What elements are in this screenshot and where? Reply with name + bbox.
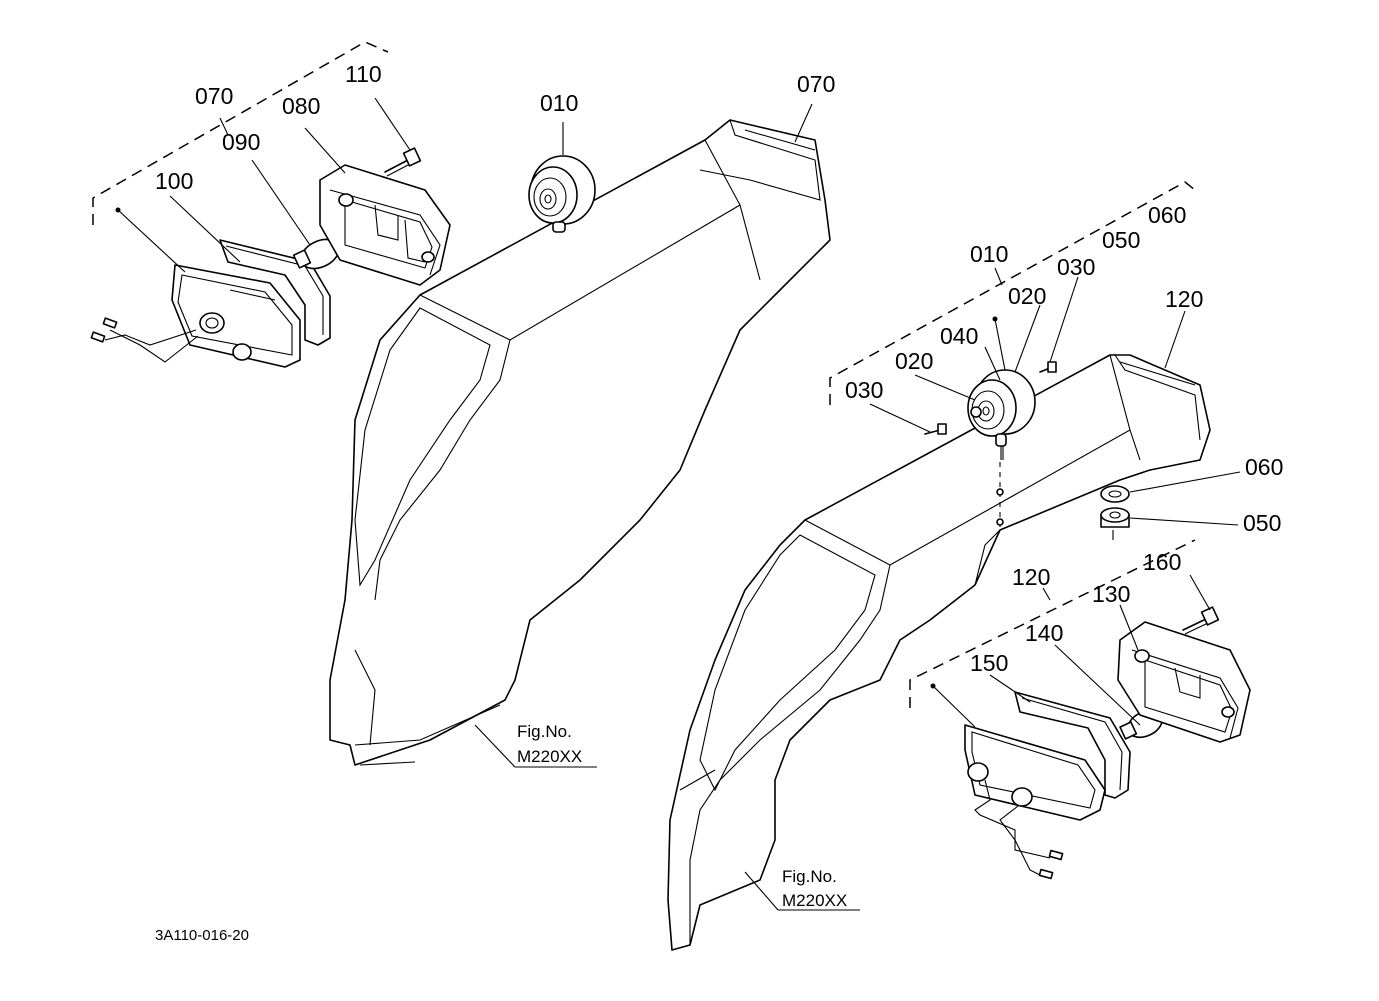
callout-050: 050 <box>1243 510 1281 536</box>
left-tail-lamp-lens <box>90 264 301 368</box>
left-lamp-housing <box>319 164 451 286</box>
right-beacon-lamp <box>967 369 1036 530</box>
callout-070-left-group: 070 <box>195 83 233 109</box>
left-gasket <box>219 239 331 346</box>
document-id: 3A110-016-20 <box>155 927 249 944</box>
left-group-outline <box>92 41 389 225</box>
left-beacon-lamp <box>528 155 596 233</box>
right-tail-lamp-lens <box>964 724 1106 880</box>
left-leader-lines <box>117 97 813 273</box>
callout-060-group: 060 <box>1148 202 1186 228</box>
callout-020-top: 020 <box>1008 283 1046 309</box>
left-fig-number: M220XX <box>517 747 582 766</box>
left-screw <box>384 147 422 177</box>
callout-150: 150 <box>970 650 1008 676</box>
right-leader-lines <box>869 267 1241 728</box>
right-callouts: 060 050 010 030 020 040 020 030 120 060 … <box>845 202 1283 676</box>
callout-010-right: 010 <box>970 241 1008 267</box>
callout-120-group: 120 <box>1012 564 1050 590</box>
callout-080: 080 <box>282 93 320 119</box>
callout-130: 130 <box>1092 581 1130 607</box>
right-screws <box>924 361 1057 435</box>
callout-160: 160 <box>1143 549 1181 575</box>
callout-070-left: 070 <box>797 71 835 97</box>
callout-010-left: 010 <box>540 90 578 116</box>
left-callouts: 070 110 080 090 100 010 070 <box>155 61 835 194</box>
right-fig-number: M220XX <box>782 891 847 910</box>
right-gasket <box>1014 691 1131 799</box>
right-fender <box>667 354 1211 951</box>
callout-100: 100 <box>155 168 193 194</box>
right-fig-reference: Fig.No. M220XX <box>744 867 860 911</box>
right-lamp-housing <box>1117 621 1251 743</box>
callout-020-left: 020 <box>895 348 933 374</box>
callout-030-left: 030 <box>845 377 883 403</box>
right-lower-group-outline <box>909 539 1196 708</box>
callout-090: 090 <box>222 129 260 155</box>
right-screw <box>1182 606 1220 635</box>
callout-110: 110 <box>345 61 382 87</box>
callout-120-top: 120 <box>1165 286 1203 312</box>
callout-030-top: 030 <box>1057 254 1095 280</box>
callout-050-group: 050 <box>1102 227 1140 253</box>
right-upper-group-outline <box>829 181 1196 405</box>
callout-060: 060 <box>1245 454 1283 480</box>
right-washer-nut <box>1100 485 1130 540</box>
left-fig-label: Fig.No. <box>517 722 572 741</box>
left-fig-reference: Fig.No. M220XX <box>474 722 597 768</box>
right-fig-label: Fig.No. <box>782 867 837 886</box>
left-fender <box>329 119 831 766</box>
callout-140: 140 <box>1025 620 1063 646</box>
callout-040: 040 <box>940 323 978 349</box>
